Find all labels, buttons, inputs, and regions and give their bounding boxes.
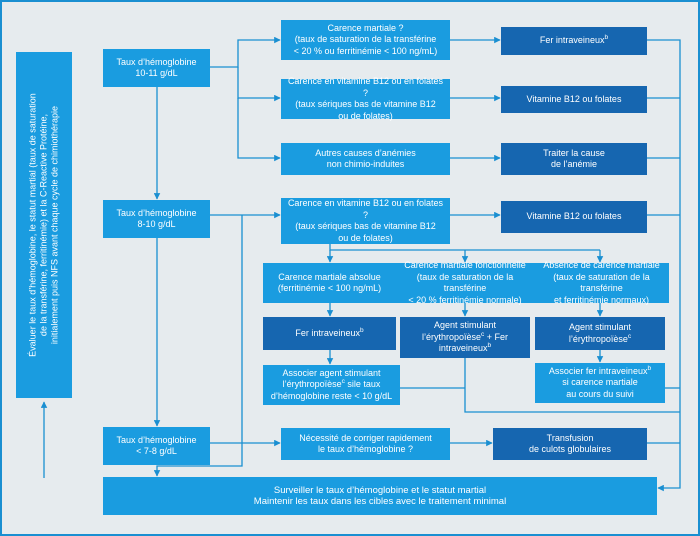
hb-7-8-box: Taux d’hémoglobine < 7-8 g/dL — [103, 427, 210, 465]
initial-assessment-panel — [16, 52, 72, 398]
absolute-iv-iron: Fer intraveineuxb — [263, 317, 396, 350]
none-esa: Agent stimulant l’érythropoïèsec — [535, 317, 665, 350]
monitoring-box: Surveiller le taux d’hémoglobine et le s… — [103, 477, 657, 515]
no-iron-deficiency: Absence de carence martiale (taux de sat… — [534, 260, 669, 305]
hb-8-10-box: Taux d’hémoglobine 8-10 g/dL — [103, 200, 210, 238]
hb-10-11-box: Taux d’hémoglobine 10-11 g/dL — [103, 49, 210, 87]
treat-cause-answer: Traiter la cause de l’anémie — [501, 143, 647, 175]
b12-folate-question-1: Carence en vitamine B12 ou en folates ? … — [281, 76, 450, 121]
other-causes-question: Autres causes d’anémies non chimio-indui… — [281, 143, 450, 175]
initial-assessment-text: Évaluer le taux d’hémoglobine, le statut… — [27, 93, 60, 357]
iv-iron-answer: Fer intraveineuxb — [501, 27, 647, 55]
absolute-associate-esa: Associer agent stimulant l’érythropoïèse… — [263, 365, 400, 405]
iron-deficiency-question: Carence martiale ? (taux de saturation d… — [281, 20, 450, 60]
functional-iron-deficiency: Carence martiale fonctionnelle (taux de … — [396, 260, 534, 305]
b12-folate-answer-2: Vitamine B12 ou folates — [501, 201, 647, 233]
transfusion-answer: Transfusion de culots globulaires — [493, 428, 647, 460]
absolute-iron-deficiency: Carence martiale absolue (ferritinémie <… — [263, 263, 396, 303]
none-associate-iron: Associer fer intraveineuxb si carence ma… — [535, 363, 665, 403]
urgent-correction-question: Nécessité de corriger rapidement le taux… — [281, 428, 450, 460]
functional-esa-iron: Agent stimulant l’érythropoïèsec + Fer i… — [400, 317, 530, 358]
b12-folate-question-2: Carence en vitamine B12 ou en folates ? … — [281, 198, 450, 244]
b12-folate-answer-1: Vitamine B12 ou folates — [501, 86, 647, 113]
